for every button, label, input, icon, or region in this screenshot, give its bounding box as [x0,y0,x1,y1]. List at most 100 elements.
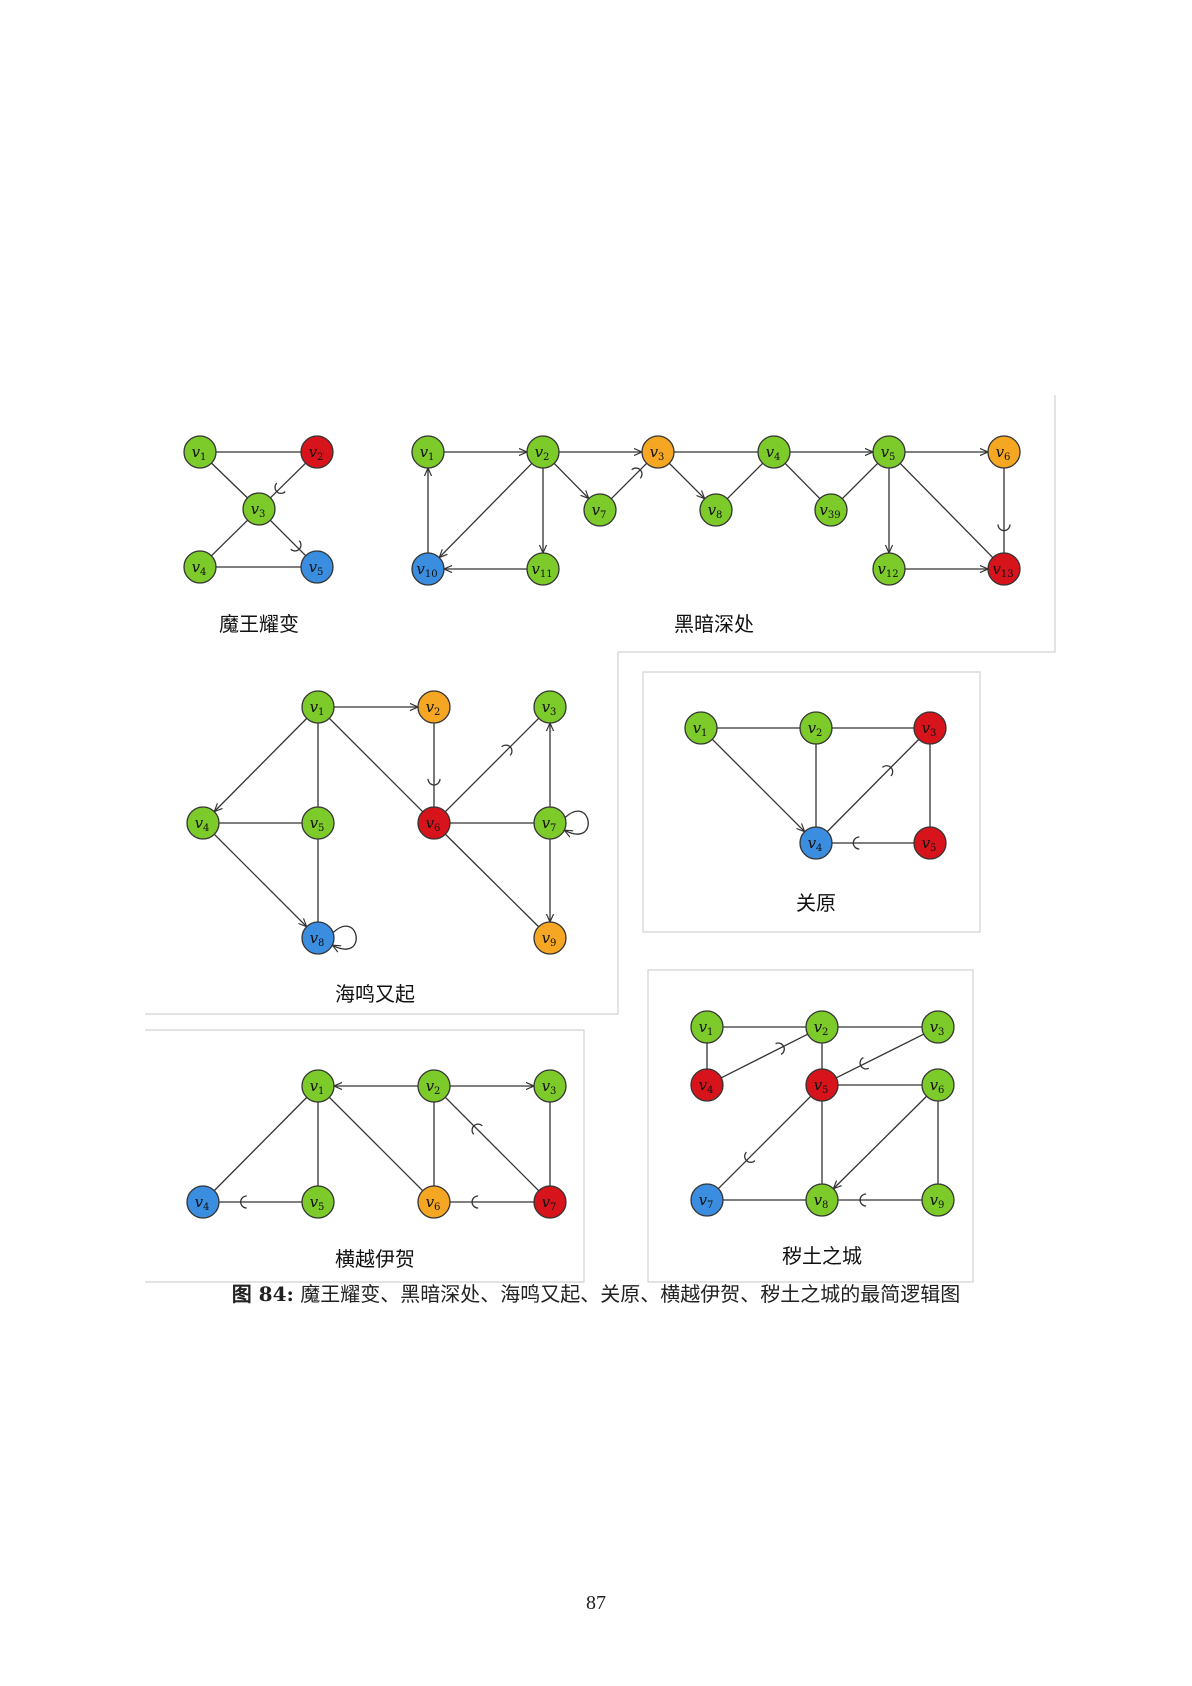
node-label: v1 [699,1018,714,1038]
node-heian-v11: v11 [526,552,560,586]
node-mowang-v1: v1 [183,435,217,469]
edge-mark-v6-v3 [501,744,513,756]
node-huitu-v7: v7 [690,1183,724,1217]
node-label: v3 [922,719,937,739]
edge-v5-v7 [717,1095,812,1190]
edge-v3-v8 [668,462,704,498]
node-heian-v6: v6 [987,435,1021,469]
edge-v3-v5 [269,519,307,557]
node-circle [533,921,567,955]
node-label: v10 [416,560,437,580]
node-label: v6 [996,443,1011,463]
edge-mark-v5-v4 [852,836,860,850]
node-label: v5 [310,1193,325,1213]
edge-v1-v4 [711,738,804,831]
edge-v7-loop [564,810,589,834]
edge-v1-v6 [328,717,424,813]
edge-v6-v3 [444,717,540,813]
node-circle [913,826,947,860]
node-haiming-v1: v1 [301,690,335,724]
node-circle [417,1185,451,1219]
node-huitu-v2: v2 [805,1010,839,1044]
edge-v1-v3 [211,462,248,499]
node-huitu-v1: v1 [690,1010,724,1044]
node-haiming-v6: v6 [417,806,451,840]
node-huitu-v4: v4 [690,1068,724,1102]
node-label: v7 [542,1193,557,1213]
node-circle [526,435,560,469]
edge-mark-v6-v13 [997,524,1011,532]
node-heian-v4: v4 [757,435,791,469]
node-mowang-v2: v2 [300,435,334,469]
node-label: v1 [310,1077,325,1097]
node-label: v4 [195,814,210,834]
node-circle [186,1185,220,1219]
node-circle [913,711,947,745]
node-heian-v7: v7 [583,493,617,527]
page-number: 87 [586,1592,606,1614]
node-circle [417,806,451,840]
node-guanyuan-v2: v2 [799,711,833,745]
graph-title: 黑暗深处 [674,612,754,636]
node-label: v7 [542,814,557,834]
node-label: v4 [195,1193,210,1213]
node-label: v2 [426,698,441,718]
node-hengyue-v1: v1 [301,1069,335,1103]
node-circle [533,806,567,840]
figure-caption: 图 84: 魔王耀变、黑暗深处、海鸣又起、关原、横越伊贺、秽土之城的最简逻辑图 [0,1278,1192,1307]
node-circle [533,1069,567,1103]
node-circle [872,435,906,469]
node-huitu-v9: v9 [921,1183,955,1217]
caption-label: 图 84: [231,1282,294,1306]
edge-mark-v9-v8 [859,1193,867,1207]
node-label: v5 [309,558,324,578]
node-guanyuan-v4: v4 [799,826,833,860]
node-label: v2 [309,443,324,463]
node-label: v2 [535,443,550,463]
node-heian-v5: v5 [872,435,906,469]
node-heian-v12: v12 [872,552,906,586]
node-circle [699,493,733,527]
panel-border-3 [642,671,981,933]
panel-borders [145,395,1056,1283]
node-heian-v3: v3 [641,435,675,469]
node-label: v2 [426,1077,441,1097]
node-circle [301,1069,335,1103]
edge-v4-v2 [720,1033,809,1079]
node-circle [526,552,560,586]
node-huitu-v5: v5 [805,1068,839,1102]
edge-v6-v9 [444,833,540,928]
node-label: v6 [930,1076,945,1096]
node-label: v1 [420,443,435,463]
node-heian-v1: v1 [411,435,445,469]
node-label: v4 [766,443,781,463]
edge-mark-v5-v4 [240,1195,247,1209]
node-heian-v10: v10 [411,552,445,586]
node-circle [921,1183,955,1217]
node-label: v12 [877,560,898,580]
node-huitu-v3: v3 [921,1010,955,1044]
graph-title: 秽土之城 [782,1244,862,1268]
node-label: v8 [310,929,325,949]
edge-mark-v4-v3 [881,765,894,777]
node-guanyuan-v3: v3 [913,711,947,745]
node-haiming-v8: v8 [301,921,335,955]
node-label: v6 [426,1193,441,1213]
node-label: v2 [808,719,823,739]
edge-v7-v3 [610,462,648,500]
graph-title: 横越伊贺 [335,1247,415,1271]
edge-v1-v6 [328,1096,424,1192]
edge-v1-v4 [214,717,308,811]
node-haiming-v2: v2 [417,690,451,724]
node-haiming-v5: v5 [301,806,335,840]
edge-v4-v39 [784,462,821,500]
node-mowang-v5: v5 [300,550,334,584]
graph-title: 魔王耀变 [219,612,299,636]
node-circle [300,550,334,584]
node-label: v5 [922,834,937,854]
